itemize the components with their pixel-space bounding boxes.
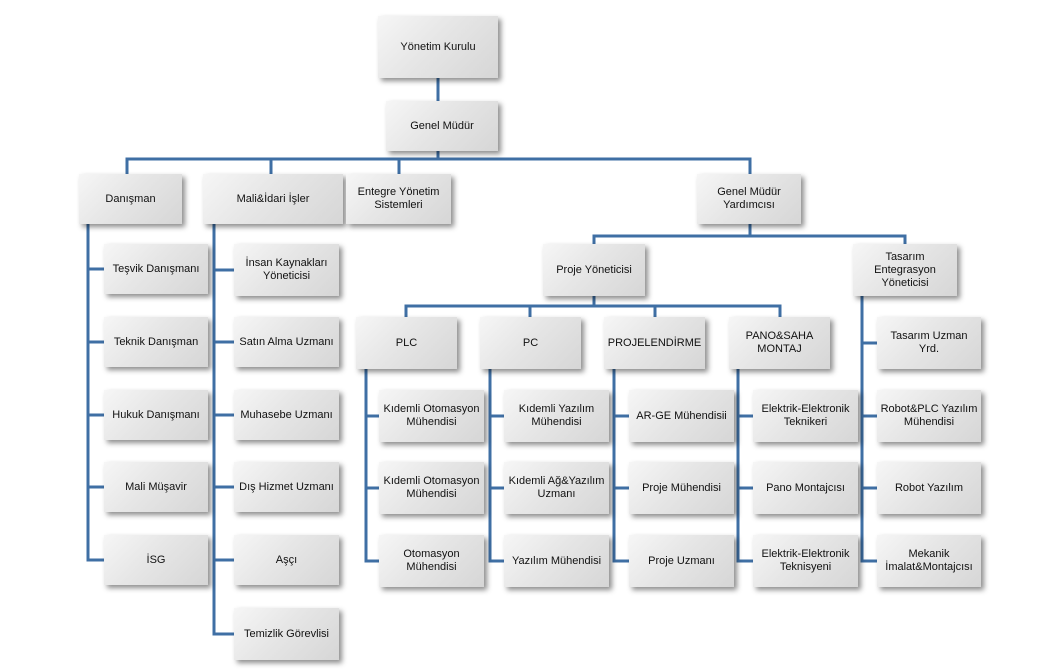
node-arge-muh: AR-GE Mühendisii: [629, 390, 734, 442]
node-robot-yazilim: Robot Yazılım: [877, 462, 981, 514]
node-mekanik-imalat: Mekanik İmalat&Montajcısı: [877, 535, 981, 587]
node-entegre: Entegre Yönetim Sistemleri: [346, 174, 451, 224]
node-teknik: Teknik Danışman: [104, 317, 208, 367]
node-tesvik: Teşvik Danışmanı: [104, 244, 208, 294]
node-dis-hizmet: Dış Hizmet Uzmanı: [234, 462, 339, 512]
node-kidemli-otomasyon-2: Kıdemli Otomasyon Mühendisi: [379, 462, 484, 514]
node-asci: Aşçı: [234, 535, 339, 585]
node-plc: PLC: [356, 317, 457, 369]
node-pano-montajcisi: Pano Montajcısı: [753, 462, 858, 514]
node-proje-yoneticisi: Proje Yöneticisi: [543, 244, 645, 296]
node-elektrik-teknisyeni: Elektrik-Elektronik Teknisyeni: [753, 535, 858, 587]
node-satin-alma: Satın Alma Uzmanı: [234, 317, 339, 367]
node-proje-muh: Proje Mühendisi: [629, 462, 734, 514]
node-robot-plc-yazilim: Robot&PLC Yazılım Mühendisi: [877, 390, 981, 442]
node-insan-kaynaklari: İnsan Kaynakları Yöneticisi: [234, 244, 339, 296]
node-tasarim-uzman-yrd: Tasarım Uzman Yrd.: [877, 317, 981, 369]
node-genel-mudur: Genel Müdür: [386, 101, 498, 151]
node-pano-saha: PANO&SAHA MONTAJ: [729, 317, 830, 369]
node-gm-yardimcisi: Genel Müdür Yardımcısı: [697, 174, 801, 224]
node-muhasebe: Muhasebe Uzmanı: [234, 390, 339, 440]
node-kidemli-ag-yazilim: Kıdemli Ağ&Yazılım Uzmanı: [504, 462, 609, 514]
node-pc: PC: [480, 317, 581, 369]
node-elektrik-teknikeri: Elektrik-Elektronik Teknikeri: [753, 390, 858, 442]
node-projelendirme: PROJELENDİRME: [604, 317, 705, 369]
node-temizlik: Temizlik Görevlisi: [234, 608, 339, 660]
node-proje-uzmani: Proje Uzmanı: [629, 535, 734, 587]
node-mali-idari: Mali&İdari İşler: [203, 174, 343, 224]
node-yazilim-muh: Yazılım Mühendisi: [504, 535, 609, 587]
node-tasarim-entegrasyon: Tasarım Entegrasyon Yöneticisi: [853, 244, 957, 296]
node-danisman: Danışman: [79, 174, 182, 224]
node-mali-musavir: Mali Müşavir: [104, 462, 208, 512]
node-otomasyon-muh: Otomasyon Mühendisi: [379, 535, 484, 587]
node-yonetim-kurulu: Yönetim Kurulu: [378, 16, 498, 78]
node-kidemli-otomasyon-1: Kıdemli Otomasyon Mühendisi: [379, 390, 484, 442]
node-isg: İSG: [104, 535, 208, 585]
node-kidemli-yazilim: Kıdemli Yazılım Mühendisi: [504, 390, 609, 442]
node-hukuk: Hukuk Danışmanı: [104, 390, 208, 440]
